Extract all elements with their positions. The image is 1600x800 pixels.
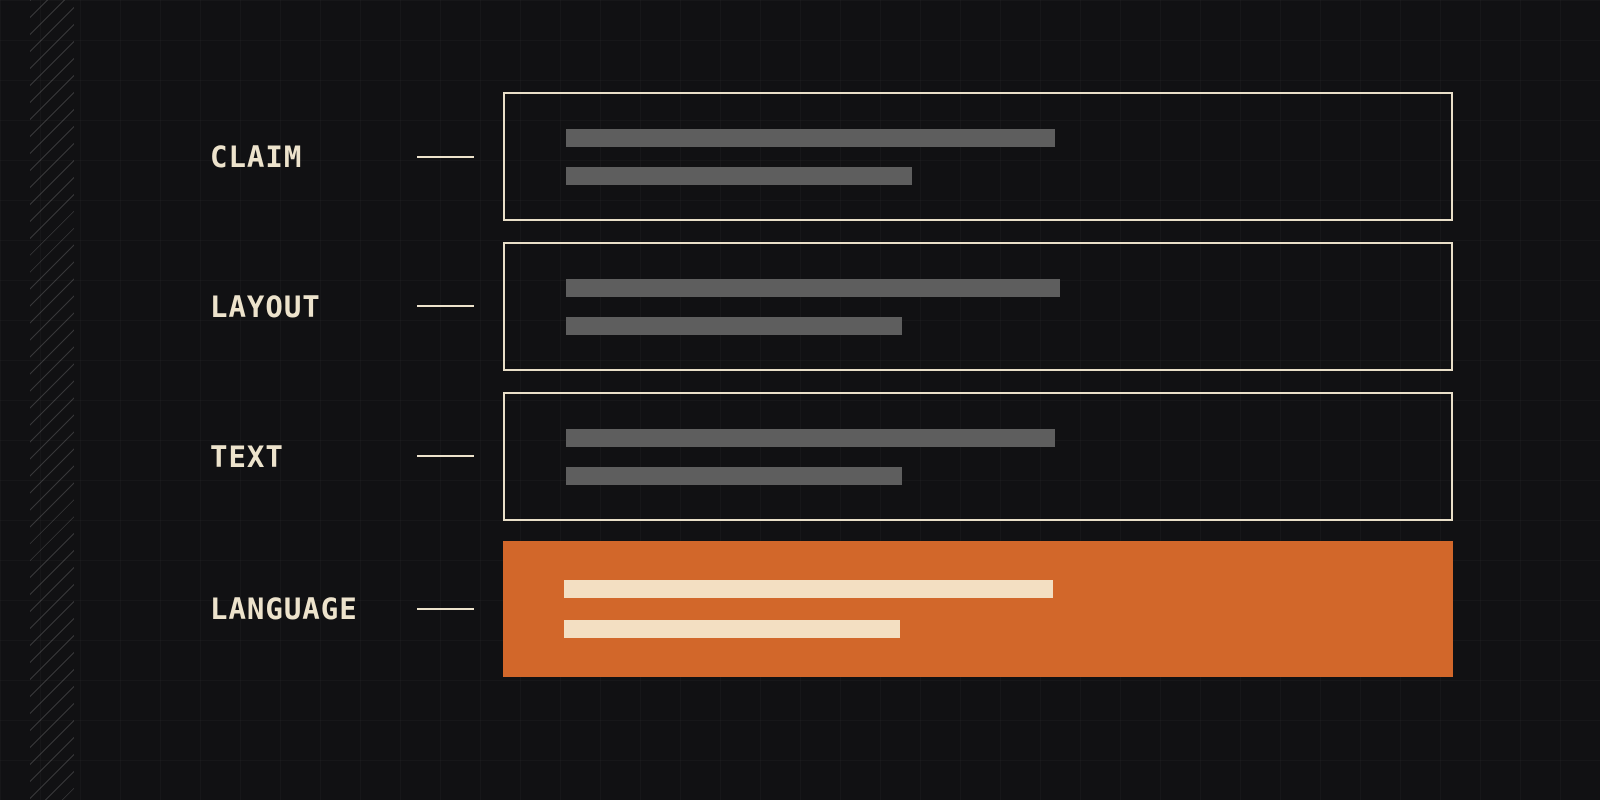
placeholder-line-long: [566, 279, 1060, 297]
placeholder-line-long: [566, 429, 1055, 447]
placeholder-line-long: [566, 129, 1055, 147]
connector-text: [417, 455, 474, 457]
row-label-layout: LAYOUT: [210, 290, 321, 324]
placeholder-line-short: [566, 167, 912, 185]
connector-language: [417, 608, 474, 610]
card-language: [503, 541, 1453, 677]
row-label-language: LANGUAGE: [210, 592, 358, 626]
placeholder-line-short: [564, 620, 900, 638]
card-claim: [503, 92, 1453, 221]
row-label-text: TEXT: [210, 440, 284, 474]
placeholder-line-long: [564, 580, 1053, 598]
connector-claim: [417, 156, 474, 158]
hatch-decoration: [30, 0, 74, 800]
card-text: [503, 392, 1453, 521]
row-label-claim: CLAIM: [210, 140, 303, 174]
card-layout: [503, 242, 1453, 371]
placeholder-line-short: [566, 317, 902, 335]
placeholder-line-short: [566, 467, 902, 485]
connector-layout: [417, 305, 474, 307]
